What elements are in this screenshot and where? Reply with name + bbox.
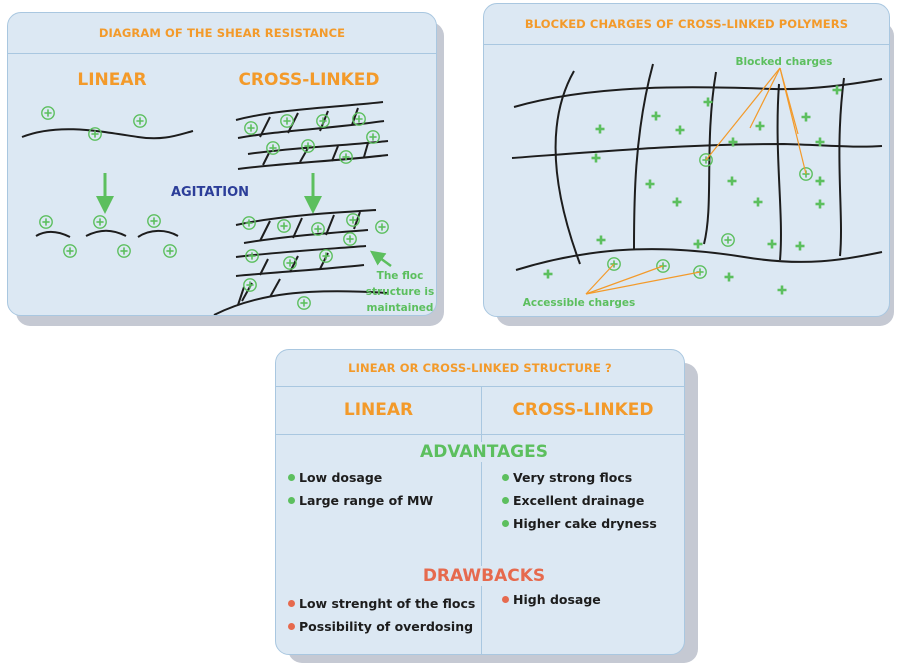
advantages-title: ADVANTAGES: [414, 442, 554, 462]
charge-symbol: [595, 234, 607, 246]
chain-fragment: [35, 231, 71, 238]
charge-symbol: [279, 114, 295, 128]
list-item: Very strong flocs: [502, 470, 632, 485]
panel-title: BLOCKED CHARGES OF CROSS-LINKED POLYMERS: [484, 4, 889, 45]
panel-title: DIAGRAM OF THE SHEAR RESISTANCE: [8, 13, 436, 54]
list-item: Low strenght of the flocs: [288, 596, 475, 611]
charge-symbol: [766, 238, 778, 250]
charge-symbol: [117, 244, 131, 259]
list-item: High dosage: [502, 592, 601, 607]
charge-symbol: [594, 123, 606, 135]
charge-symbol: [342, 232, 358, 246]
list-item: Possibility of overdosing: [288, 619, 473, 634]
charge-symbol: [650, 110, 662, 122]
charge-symbol: [752, 196, 764, 208]
charge-symbol: [794, 240, 806, 252]
charge-symbol: [276, 219, 292, 233]
charge-symbol: [296, 295, 312, 311]
charge-symbol: [644, 178, 656, 190]
shear-diagram: LINEAR CROSS-LINKED AGITATION: [21, 70, 434, 315]
blocked-charges-panel: BLOCKED CHARGES OF CROSS-LINKED POLYMERS: [480, 0, 900, 330]
charge-symbol: [814, 198, 826, 210]
charge-symbol: [88, 127, 102, 141]
charge-symbol: [674, 124, 686, 136]
col-crosslinked-label: CROSS-LINKED: [238, 70, 379, 90]
charge-symbol: [318, 249, 334, 264]
charge-symbol: [776, 284, 788, 296]
charge-symbol: [244, 121, 259, 135]
charge-symbol: [374, 220, 390, 234]
bullet-icon: [288, 497, 295, 504]
linear-chain: [21, 128, 194, 140]
panel-card: DIAGRAM OF THE SHEAR RESISTANCE LINEAR C…: [7, 12, 437, 316]
panel-card: LINEAR OR CROSS-LINKED STRUCTURE ? LINEA…: [275, 349, 685, 655]
annotation-text-1: The floc: [377, 270, 424, 282]
charge-symbol: [365, 130, 381, 144]
panel-card: BLOCKED CHARGES OF CROSS-LINKED POLYMERS: [483, 3, 890, 317]
chain-fragment: [137, 229, 179, 238]
charge-symbol: [723, 271, 735, 283]
charge-symbol: [671, 196, 683, 208]
charge-symbol: [338, 150, 354, 164]
polymer-network: [511, 63, 883, 271]
charge-symbol: [542, 268, 554, 280]
charge-symbol: [62, 244, 77, 259]
charge-symbol: [814, 175, 826, 187]
crosslinked-network-before: [235, 101, 389, 170]
bullet-icon: [288, 600, 295, 607]
charge-symbol: [93, 215, 107, 229]
agitation-label: AGITATION: [171, 185, 249, 200]
blocked-charges-label: Blocked charges: [736, 56, 833, 68]
charge-symbol: [590, 152, 602, 164]
charge-symbol: [40, 106, 56, 120]
charge-symbol: [300, 139, 316, 153]
charge-symbol: [800, 111, 812, 123]
bullet-icon: [288, 623, 295, 630]
charge-symbol: [720, 233, 736, 247]
list-item: Excellent drainage: [502, 493, 644, 508]
bullet-icon: [502, 596, 509, 603]
charge-symbol: [692, 238, 704, 250]
charge-symbol: [147, 214, 161, 228]
charge-symbol: [163, 244, 177, 259]
header-divider: [276, 434, 684, 435]
annotation-text-3: maintained: [367, 302, 434, 314]
bullet-icon: [288, 474, 295, 481]
list-item: Large range of MW: [288, 493, 433, 508]
col-crosslinked-label: CROSS-LINKED: [512, 400, 654, 420]
annotation-arrow: [369, 250, 392, 268]
charge-symbol: [265, 141, 281, 155]
charge-symbol: [754, 120, 766, 132]
bullet-icon: [502, 497, 509, 504]
blocked-charges-diagram: Blocked charges Accessible charges: [511, 56, 883, 309]
drawbacks-title: DRAWBACKS: [414, 566, 554, 586]
annotation-text-2: structure is: [366, 286, 434, 298]
charge-symbol: [243, 277, 258, 293]
list-item: Low dosage: [288, 470, 382, 485]
column-divider: [481, 386, 482, 654]
shear-resistance-panel: DIAGRAM OF THE SHEAR RESISTANCE LINEAR C…: [0, 0, 450, 330]
bullet-icon: [502, 520, 509, 527]
charge-symbol: [133, 114, 147, 128]
list-item: Higher cake dryness: [502, 516, 657, 531]
structure-comparison-panel: LINEAR OR CROSS-LINKED STRUCTURE ? LINEA…: [270, 345, 700, 665]
charge-symbol: [726, 175, 738, 187]
bullet-icon: [502, 474, 509, 481]
accessible-leaders: [585, 263, 701, 295]
blocked-leaders: [705, 67, 807, 175]
chain-fragment: [85, 229, 127, 237]
charge-symbol: [38, 215, 54, 229]
col-linear-label: LINEAR: [343, 400, 414, 420]
accessible-charges-label: Accessible charges: [523, 297, 636, 309]
crosslinked-network-after: [213, 209, 389, 315]
col-linear-label: LINEAR: [77, 70, 146, 90]
panel-title: LINEAR OR CROSS-LINKED STRUCTURE ?: [276, 350, 684, 387]
